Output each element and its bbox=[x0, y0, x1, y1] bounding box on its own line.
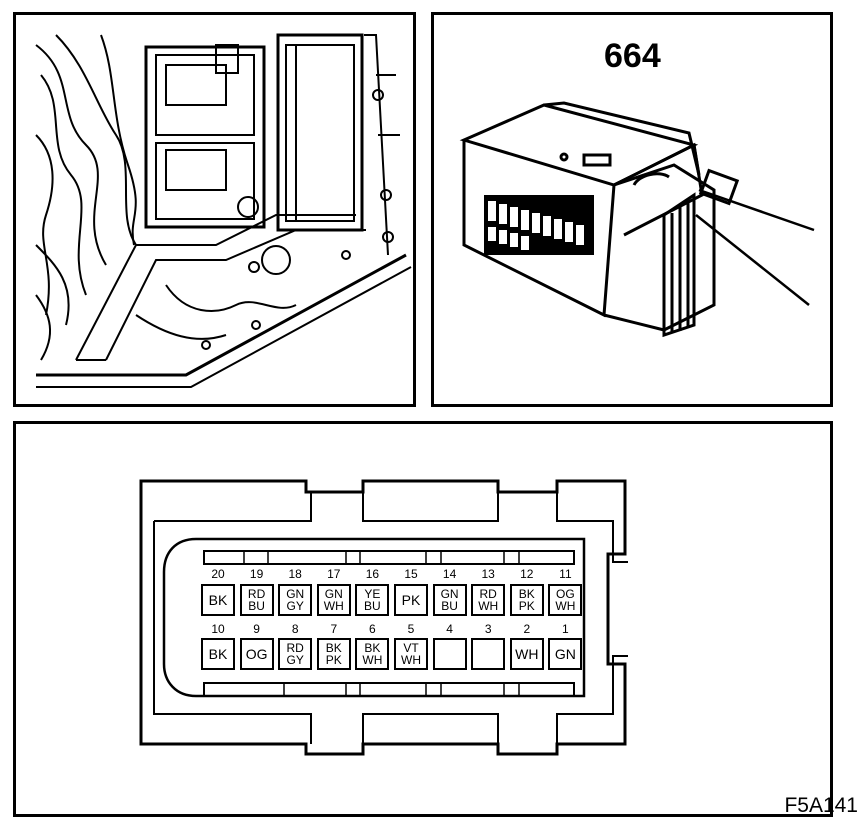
wire-color-code: WH bbox=[401, 653, 421, 667]
wire-color-code: GN bbox=[324, 587, 343, 601]
pin-number: 17 bbox=[327, 567, 341, 581]
wire-color-code: BU bbox=[364, 599, 381, 613]
pin-number: 11 bbox=[559, 567, 572, 581]
engine-bay-drawing bbox=[35, 33, 412, 388]
pin-number: 20 bbox=[211, 567, 225, 581]
wire-color-code: PK bbox=[518, 599, 535, 613]
pin-cavity bbox=[432, 638, 467, 670]
wire-color-code: GN bbox=[440, 587, 459, 601]
wire-color-code: WH bbox=[555, 599, 576, 613]
pin-number: 13 bbox=[481, 567, 495, 581]
pin-cavity: BK bbox=[201, 584, 235, 616]
wire-color-code: BK bbox=[208, 592, 228, 608]
wire-color-code: GY bbox=[286, 599, 304, 613]
pin-number: 10 bbox=[211, 622, 225, 636]
wire-color-code: RD bbox=[479, 587, 497, 601]
pin-number: 9 bbox=[253, 622, 260, 636]
wire-color-code: WH bbox=[362, 653, 383, 667]
wire-color-code: BU bbox=[441, 599, 458, 613]
connector-664-drawing bbox=[459, 101, 815, 338]
pin-number: 15 bbox=[404, 567, 418, 581]
wire-color-code: WH bbox=[323, 599, 344, 613]
wire-color-code: OG bbox=[556, 587, 575, 601]
pin-cavity: OG bbox=[239, 638, 274, 670]
pin-number: 12 bbox=[520, 567, 534, 581]
pin-number: 18 bbox=[288, 567, 302, 581]
wire-color-code: BK bbox=[325, 641, 342, 655]
wire-color-code: BK bbox=[208, 646, 228, 662]
pin-number: 16 bbox=[365, 567, 380, 581]
wire-color-code: RD bbox=[286, 641, 304, 655]
pin-cavity: WH bbox=[509, 638, 544, 670]
wire-color-code: BU bbox=[248, 599, 265, 613]
figure-reference: F5A141 bbox=[784, 794, 858, 817]
wire-color-code: GY bbox=[286, 653, 304, 667]
pin-number: 6 bbox=[369, 622, 376, 636]
wire-color-code: GN bbox=[554, 646, 576, 662]
pin-number: 2 bbox=[523, 622, 531, 636]
wire-color-code: WH bbox=[478, 599, 499, 613]
connector-number: 664 bbox=[604, 37, 661, 75]
wire-color-code: GN bbox=[286, 587, 305, 601]
connector-illustration-panel: 664 bbox=[431, 12, 833, 407]
wire-color-code: RD bbox=[247, 587, 266, 601]
pin-number: 19 bbox=[249, 567, 264, 581]
pin-number: 8 bbox=[291, 622, 299, 636]
wire-color-code: PK bbox=[325, 653, 342, 667]
wire-color-code: YE bbox=[364, 587, 381, 601]
wire-color-code: OG bbox=[245, 646, 268, 662]
pin-cavity: PK bbox=[394, 584, 428, 616]
pin-number: 14 bbox=[442, 567, 457, 581]
wire-color-code: BK bbox=[518, 587, 535, 601]
pin-number: 5 bbox=[407, 622, 415, 636]
pin-number: 3 bbox=[484, 622, 492, 636]
pin-number: 7 bbox=[330, 622, 338, 636]
wire-color-code: BK bbox=[364, 641, 381, 655]
pin-number: 1 bbox=[562, 622, 569, 636]
wire-color-code: PK bbox=[401, 592, 421, 608]
connector-face-outline bbox=[139, 479, 628, 756]
pin-number: 4 bbox=[446, 622, 453, 636]
wire-color-code: VT bbox=[403, 641, 419, 655]
pin-cavity: GN bbox=[548, 638, 583, 670]
pin-cavity bbox=[471, 638, 506, 670]
pin-cavity: BK bbox=[201, 638, 235, 670]
location-illustration-panel bbox=[13, 12, 416, 407]
wire-color-code: WH bbox=[515, 646, 539, 662]
